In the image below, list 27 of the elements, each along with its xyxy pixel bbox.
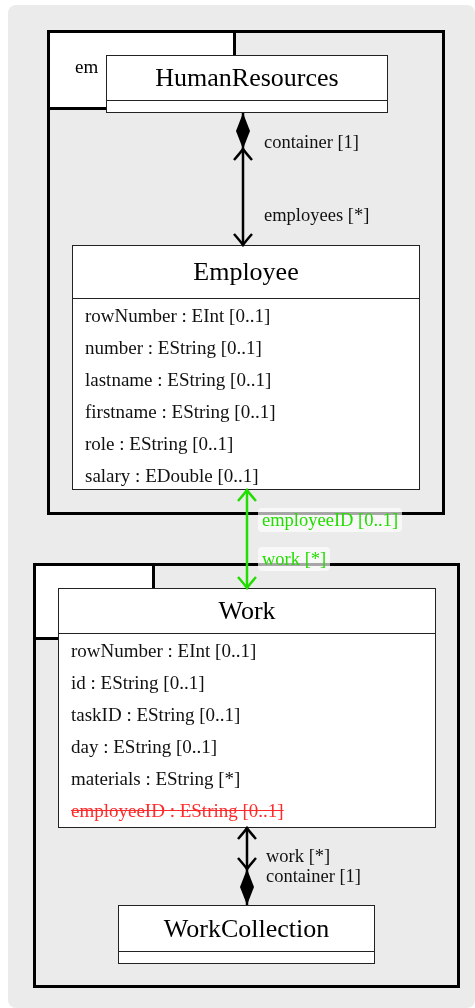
class-box [72,245,420,490]
role-label: employees [*] [264,205,370,225]
class-name: WorkCollection [163,913,330,944]
class-box [118,905,375,964]
role-label: employeeID [0..1] [258,508,403,532]
attribute-text: materials : EString [*] [71,767,241,791]
class-name: Work [218,596,276,626]
class-box [106,55,388,113]
attribute-text: salary : EDouble [0..1] [85,464,259,488]
class-name: Employee [193,257,299,287]
attribute-text: day : EString [0..1] [71,735,218,759]
class-name: HumanResources [155,63,339,93]
role-label: container [1] [264,132,360,152]
attribute-text: rowNumber : EInt [0..1] [71,639,257,663]
attribute-text: id : EString [0..1] [71,671,205,695]
class-box [58,588,436,828]
attribute-text: lastname : EString [0..1] [85,368,272,392]
package-name: em [75,56,99,78]
role-label: work [*] [266,846,331,866]
attribute-text: taskID : EString [0..1] [71,703,241,727]
role-label: container [1] [266,866,362,886]
attribute-text: role : EString [0..1] [85,432,234,456]
attribute-text: firstname : EString [0..1] [85,400,276,424]
role-label: work [*] [258,547,331,571]
removed-attribute-text: employeeID : EString [0..1] [71,799,284,823]
attribute-text: number : EString [0..1] [85,336,262,360]
attribute-text: rowNumber : EInt [0..1] [85,304,271,328]
